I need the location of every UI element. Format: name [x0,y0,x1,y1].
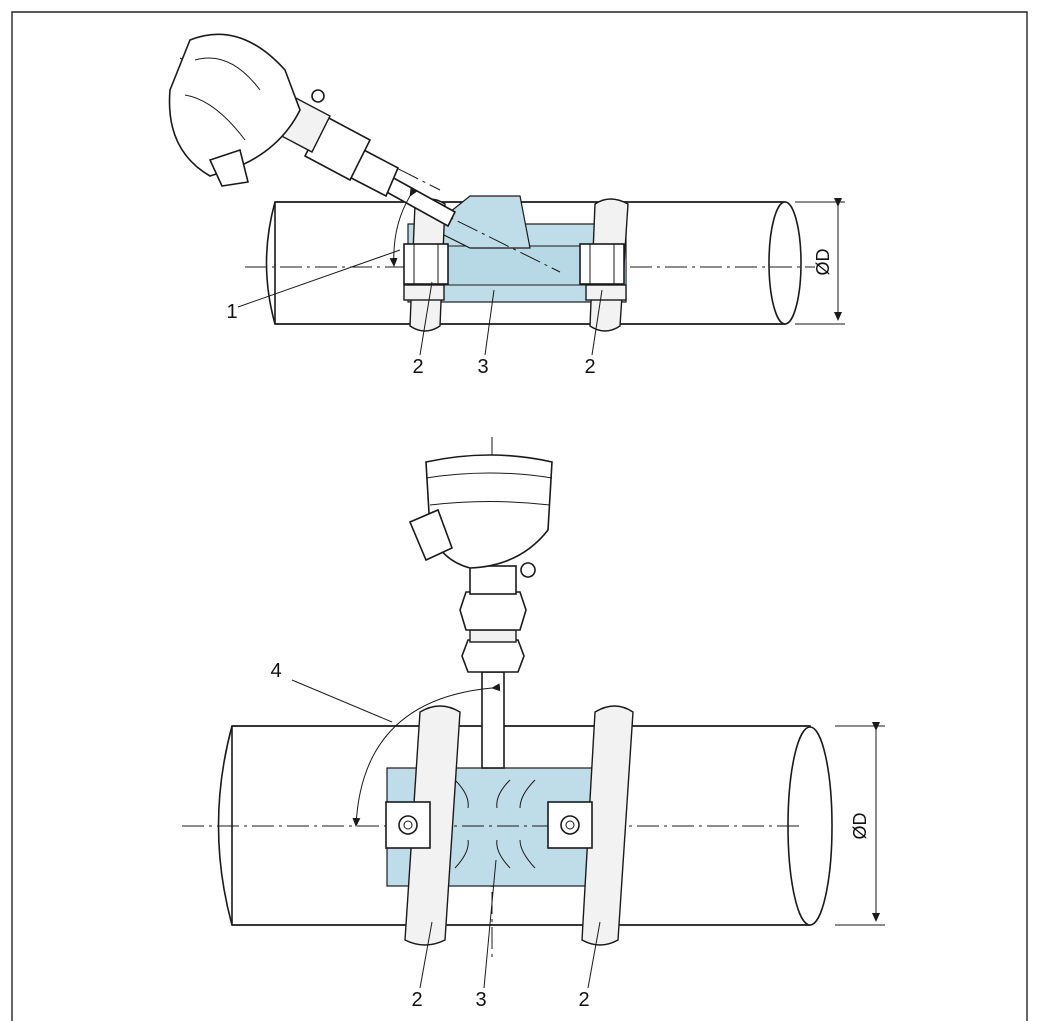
angle-arrow-top [389,187,418,267]
clamp-strap-right-bottom [547,705,634,946]
leader-2d [587,921,601,989]
clamp-strap-right-top [579,198,629,332]
leader-3-top [484,289,495,356]
leader-2c [419,921,433,989]
top-view: ØD 1 2 3 2 [168,33,845,378]
callout-4: 4 [270,660,281,682]
leader-2a [419,281,433,356]
diameter-dimension-top: ØD [795,198,845,325]
thermometer-angled [168,33,457,228]
leader-2b [591,289,603,356]
callout-2-left-top: 2 [412,356,423,378]
leader-1 [237,249,401,308]
diameter-label-top: ØD [813,248,833,275]
callout-2-right-top: 2 [584,356,595,378]
leader-3-bottom [483,859,497,989]
angle-arrow-bottom [352,683,501,827]
callout-3-bottom: 3 [475,989,486,1011]
callout-2-left-bottom: 2 [411,989,422,1011]
diameter-dimension-bottom: ØD [835,722,885,926]
diameter-label-bottom: ØD [850,812,870,839]
callout-3-top: 3 [477,356,488,378]
callout-2-right-bottom: 2 [578,989,589,1011]
drawing-border [11,11,1028,1021]
callout-1: 1 [226,301,237,323]
leader-4 [291,679,393,723]
bottom-view: ØD 4 2 3 2 [182,437,885,1011]
